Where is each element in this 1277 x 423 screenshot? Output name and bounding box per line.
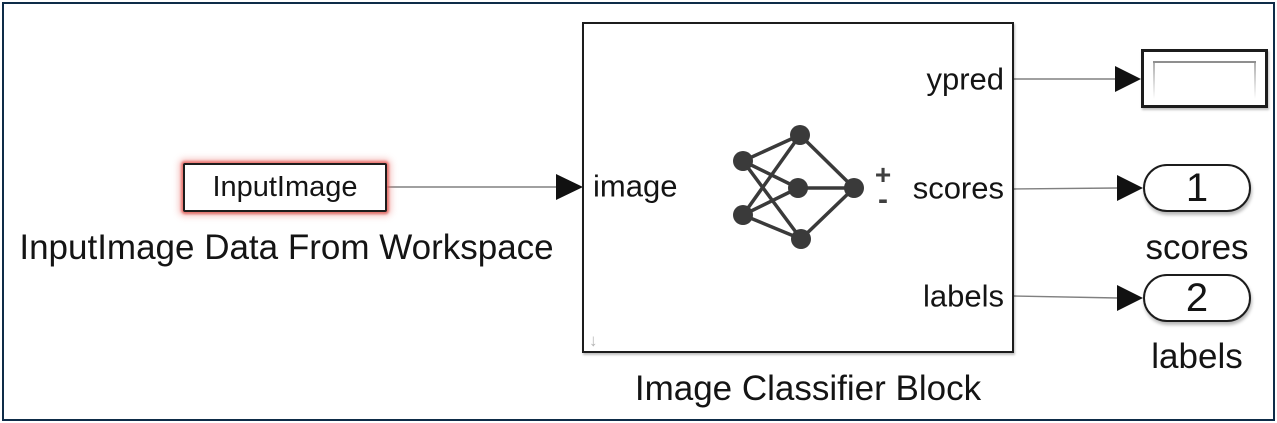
- image-classifier-block-label[interactable]: Image Classifier Block: [634, 369, 982, 408]
- from-workspace-block-label[interactable]: InputImage Data From Workspace: [19, 228, 554, 267]
- signal-line-labels-to-outport2[interactable]: [1013, 285, 1143, 311]
- output-port-label-ypred: ypred: [926, 61, 1004, 97]
- from-workspace-block[interactable]: InputImage: [183, 163, 387, 212]
- image-classifier-block[interactable]: image ypred scores labels: [582, 22, 1014, 353]
- neural-network-icon: [733, 125, 864, 249]
- outport-2-block[interactable]: 2: [1143, 274, 1251, 322]
- outport-2-number: 2: [1185, 275, 1209, 320]
- display-block[interactable]: [1141, 49, 1268, 108]
- minus-sign: -: [878, 183, 888, 216]
- outport-1-label[interactable]: scores: [1145, 228, 1249, 267]
- input-port-label-image: image: [593, 168, 678, 204]
- outport-1-number: 1: [1185, 165, 1209, 210]
- signal-line-ypred-to-display[interactable]: [1014, 66, 1141, 92]
- outport-2-label[interactable]: labels: [1151, 337, 1243, 376]
- signal-line-inputimage-to-image[interactable]: [387, 174, 583, 200]
- outport-1-block[interactable]: 1: [1143, 164, 1251, 212]
- output-port-label-scores: scores: [912, 170, 1004, 206]
- display-block-screen: [1153, 61, 1256, 99]
- output-port-label-labels: labels: [923, 278, 1004, 314]
- signal-line-scores-to-outport1[interactable]: [1013, 175, 1143, 201]
- plus-sign: +: [874, 159, 892, 190]
- from-workspace-block-name: InputImage: [212, 171, 358, 203]
- down-arrow-icon: ↓: [589, 331, 598, 350]
